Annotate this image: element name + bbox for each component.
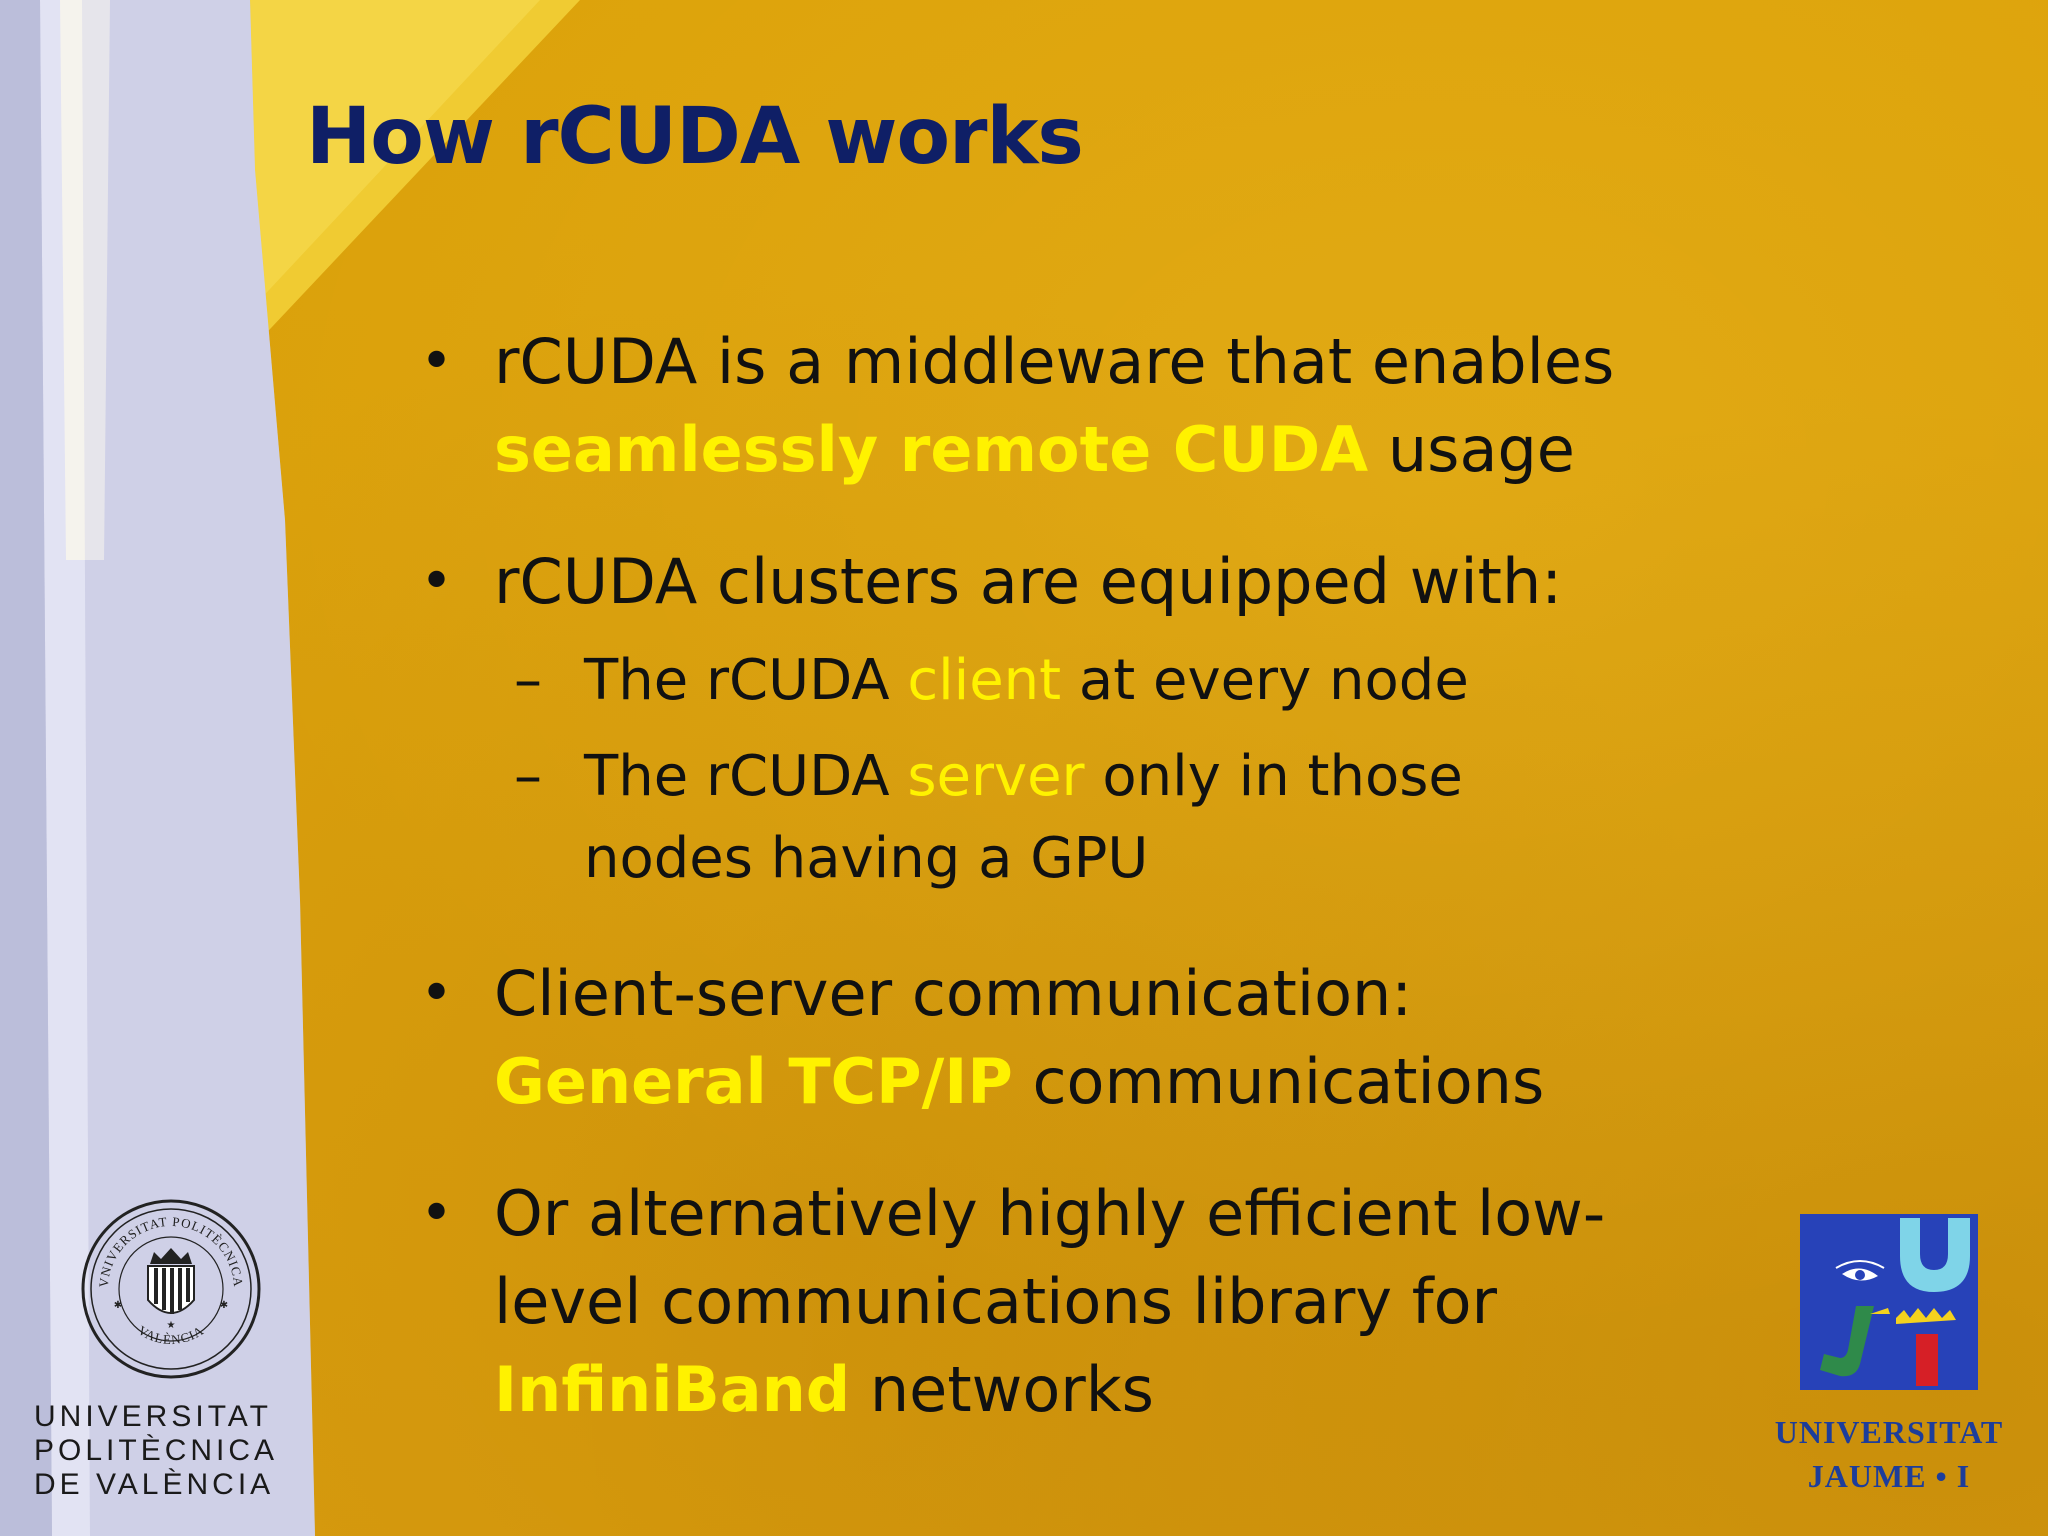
bullet-list: • rCUDA is a middleware that enables sea… xyxy=(420,318,1820,1478)
bullet-text: usage xyxy=(1368,413,1575,486)
highlight-text: seamlessly remote CUDA xyxy=(494,413,1369,486)
bullet-line: rCUDA clusters are equipped with: xyxy=(494,545,1563,618)
sub-text: only in those xyxy=(1084,744,1463,809)
bullet-line: Or alternatively highly efficient low- xyxy=(494,1177,1606,1250)
sub-item: – The rCUDA client at every node xyxy=(494,640,1820,722)
bullet-line: rCUDA is a middleware that enables xyxy=(494,325,1615,398)
sub-text: The rCUDA xyxy=(584,744,908,809)
bullet-item: • Or alternatively highly efficient low-… xyxy=(420,1170,1820,1434)
highlight-text: client xyxy=(907,648,1062,713)
bullet-dot: • xyxy=(420,1181,454,1246)
upv-name-line: DE VALÈNCIA xyxy=(34,1468,275,1501)
highlight-text: server xyxy=(907,744,1085,809)
bullet-dot: • xyxy=(420,961,454,1026)
bullet-line: InfiniBand networks xyxy=(494,1346,1820,1434)
highlight-text: General TCP/IP xyxy=(494,1045,1013,1118)
sub-text: The rCUDA xyxy=(584,648,908,713)
uji-name-line: UNIVERSITAT xyxy=(1774,1414,2004,1450)
upv-name-line: UNIVERSITAT xyxy=(34,1400,272,1433)
bullet-item: • rCUDA clusters are equipped with: – Th… xyxy=(420,538,1820,900)
bullet-text: networks xyxy=(850,1353,1154,1426)
bullet-dot: • xyxy=(420,329,454,394)
bullet-line: level communications library for xyxy=(494,1265,1498,1338)
svg-text:✱: ✱ xyxy=(114,1300,122,1311)
svg-text:✱: ✱ xyxy=(220,1300,228,1311)
bullet-line: General TCP/IP communications xyxy=(494,1038,1820,1126)
upv-name-line: POLITÈCNICA xyxy=(34,1434,279,1467)
upv-seal-icon: VNIVERSITAT POLITÈCNICA VALÈNCIA ★ ✱ ✱ xyxy=(81,1199,261,1379)
bullet-item: • rCUDA is a middleware that enables sea… xyxy=(420,318,1820,494)
sub-item: – The rCUDA server only in those nodes h… xyxy=(494,736,1820,900)
upv-logo: VNIVERSITAT POLITÈCNICA VALÈNCIA ★ ✱ ✱ U… xyxy=(28,1196,314,1502)
slide-title: How rCUDA works xyxy=(306,92,1084,182)
sub-dash: – xyxy=(514,744,542,809)
sub-text: at every node xyxy=(1061,648,1469,713)
bullet-line: seamlessly remote CUDA usage xyxy=(494,406,1820,494)
upv-name: UNIVERSITAT POLITÈCNICA DE VALÈNCIA xyxy=(28,1400,314,1502)
bullet-line: Client-server communication: xyxy=(494,957,1413,1030)
sub-dash: – xyxy=(514,648,542,713)
uji-logo: UNIVERSITAT JAUME • I xyxy=(1744,1214,2034,1498)
uji-name-line: JAUME • I xyxy=(1807,1458,1971,1494)
bullet-text: communications xyxy=(1012,1045,1545,1118)
highlight-text: InfiniBand xyxy=(494,1353,851,1426)
sub-line: nodes having a GPU xyxy=(584,826,1149,891)
svg-text:★: ★ xyxy=(167,1320,176,1331)
uji-name: UNIVERSITAT JAUME • I xyxy=(1744,1410,2034,1498)
sub-line: The rCUDA server only in those xyxy=(584,736,1820,818)
uji-mark-icon xyxy=(1800,1214,1978,1390)
sub-list: – The rCUDA client at every node – The r… xyxy=(494,640,1820,900)
bullet-dot: • xyxy=(420,549,454,614)
bullet-item: • Client-server communication: General T… xyxy=(420,950,1820,1126)
